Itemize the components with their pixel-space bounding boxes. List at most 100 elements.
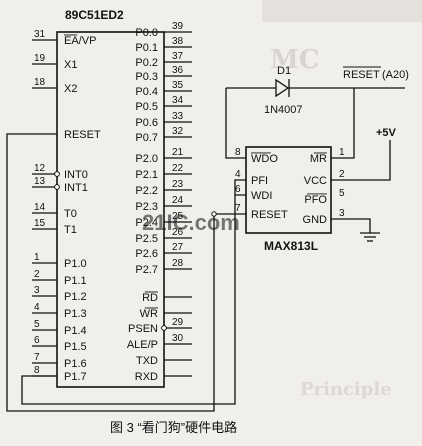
mcu-t0-label: T0: [64, 208, 77, 220]
mcu-p0-4-label: P0.4: [135, 86, 158, 98]
supervisor-name: MAX813L: [264, 239, 318, 253]
mcu-p2-3-label: P2.3: [135, 201, 158, 213]
max813l-pfo-number: 5: [339, 188, 345, 199]
mcu-p1-6-label: P1.6: [64, 358, 87, 370]
max813l-wdi-number: 6: [235, 184, 241, 195]
mcu-p2-1-number: 22: [172, 163, 184, 174]
mcu-ea-vp-label: EA/VP: [64, 35, 96, 47]
max813l-pfi-label: PFI: [251, 175, 268, 187]
mcu-p1-6-number: 7: [34, 352, 40, 363]
wire-wdi-to-p17: [21, 194, 246, 405]
max813l-mr-label: MR: [310, 153, 327, 165]
mcu-left-pins: EA/VP31X119X218RESETINT012INT113T014T115…: [32, 29, 101, 383]
wire-pfi: [234, 179, 246, 195]
mcu-rxd-label: RXD: [135, 371, 158, 383]
mcu-p0-5-label: P0.5: [135, 101, 158, 113]
max813l-wdi-label: WDI: [251, 190, 272, 202]
mcu-chip-body: [56, 31, 165, 388]
mcu-p2-6-label: P2.6: [135, 248, 158, 260]
mcu-p1-4-label: P1.4: [64, 325, 87, 337]
wires: [6, 87, 405, 412]
wire-mr-to-reset: [331, 88, 355, 159]
max813l-mr-number: 1: [339, 147, 345, 158]
diode-ref: D1: [277, 65, 291, 77]
max813l-gnd-number: 3: [339, 208, 345, 219]
mcu-p0-7-number: 32: [172, 126, 184, 137]
mcu-p1-2-number: 3: [34, 285, 40, 296]
mcu-p1-7-number: 8: [34, 365, 40, 376]
mcu-t1-label: T1: [64, 224, 77, 236]
mcu-p0-0-label: P0.0: [135, 27, 158, 39]
diode-part: 1N4007: [264, 104, 303, 116]
mcu-p1-4-number: 5: [34, 319, 40, 330]
mcu-x2-label: X2: [64, 83, 77, 95]
mcu-p2-0-label: P2.0: [135, 153, 158, 165]
wire-gnd: [331, 218, 371, 233]
mcu-p1-1-number: 2: [34, 269, 40, 280]
mcu-int1-label: INT1: [64, 182, 88, 194]
mcu-p2-4-label: P2.4: [135, 217, 158, 229]
diode-triangle: [275, 78, 290, 98]
mcu-p1-2-label: P1.2: [64, 291, 87, 303]
mcu-p1-3-label: P1.3: [64, 308, 87, 320]
max813l-wdo-number: 8: [235, 147, 241, 158]
reset-out-dot: [211, 211, 217, 217]
mcu-p2-6-number: 27: [172, 242, 184, 253]
wire-vcc-to-5v: [331, 140, 391, 181]
mcu-p1-0-label: P1.0: [64, 258, 87, 270]
svg-text:MC: MC: [270, 45, 319, 75]
mcu-p2-0-number: 21: [172, 147, 184, 158]
mcu-x1-label: X1: [64, 59, 77, 71]
mcu-right-pins: P0.039P0.138P0.237P0.336P0.435P0.534P0.6…: [127, 21, 192, 383]
max813l-vcc-number: 2: [339, 169, 345, 180]
mcu-x2-number: 18: [34, 77, 46, 88]
mcu-p0-3-label: P0.3: [135, 71, 158, 83]
mcu-p0-7-label: P0.7: [135, 132, 158, 144]
mcu-p0-2-label: P0.2: [135, 57, 158, 69]
max813l-pfo-label: PFO: [304, 194, 327, 206]
mcu-p0-3-number: 36: [172, 65, 184, 76]
mcu-p1-1-label: P1.1: [64, 275, 87, 287]
mcu-rd-label: RD: [142, 292, 158, 304]
mcu-t1-number: 15: [34, 218, 46, 229]
mcu-t0-number: 14: [34, 202, 46, 213]
mcu-p2-1-label: P2.1: [135, 169, 158, 181]
mcu-p0-5-number: 34: [172, 95, 184, 106]
mcu-psen-label: PSEN: [128, 323, 158, 335]
mcu-p1-5-number: 6: [34, 335, 40, 346]
mcu-p0-0-number: 39: [172, 21, 184, 32]
max813l-reset-label: RESET: [251, 209, 288, 221]
mcu-p0-2-number: 37: [172, 51, 184, 62]
mcu-p2-2-label: P2.2: [135, 185, 158, 197]
mcu-p1-5-label: P1.5: [64, 341, 87, 353]
mcu-p1-7-label: P1.7: [64, 371, 87, 383]
figure-caption: 图 3 “看门狗”硬件电路: [110, 420, 237, 435]
mcu-p0-6-number: 33: [172, 111, 184, 122]
mcu-ale-p-number: 30: [172, 333, 184, 344]
mcu-ea-vp-number: 31: [34, 29, 46, 40]
mcu-x1-number: 19: [34, 53, 46, 64]
reset-net-suffix: (A20): [382, 69, 409, 81]
mcu-p0-1-label: P0.1: [135, 42, 158, 54]
mcu-int0-number: 12: [34, 163, 46, 174]
max813l-gnd-label: GND: [303, 214, 328, 226]
mcu-reset-label: RESET: [64, 129, 101, 141]
max813l-reset-number: 7: [235, 203, 241, 214]
mcu-wr-label: WR: [140, 308, 158, 320]
reset-net-name: RESET: [343, 69, 380, 81]
mcu-ale-p-label: ALE/P: [127, 339, 158, 351]
reset-net-label: RESET (A20): [343, 66, 409, 81]
svg-text:Principle: Principle: [300, 379, 392, 400]
mcu-p2-5-label: P2.5: [135, 233, 158, 245]
watermark: 21IC.com: [142, 210, 240, 235]
connection-dots: [54, 171, 217, 331]
background-bleed: MC Principle: [262, 0, 422, 400]
supervisor-chip-body: [245, 146, 332, 234]
wire-diode-to-wdo: [225, 88, 246, 159]
wire-reset-loop: [6, 133, 246, 412]
max813l-vcc-label: VCC: [304, 175, 327, 187]
mcu-p2-7-label: P2.7: [135, 264, 158, 276]
mcu-p0-6-label: P0.6: [135, 117, 158, 129]
